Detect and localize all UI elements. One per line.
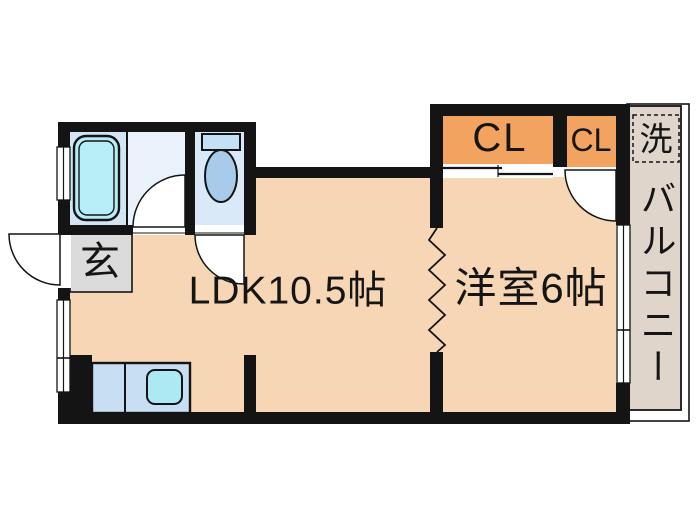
ldk-label: LDK10.5帖 xyxy=(189,270,388,313)
entrance-label: 玄 xyxy=(80,240,120,284)
bedroom-floor xyxy=(437,177,616,413)
entrance-mat xyxy=(69,232,133,293)
laundry-box xyxy=(632,114,680,163)
toilet-door-swing xyxy=(194,234,245,285)
window-balcony-door xyxy=(616,224,631,384)
closet-small xyxy=(567,115,616,168)
window-ldk xyxy=(56,299,71,393)
bathtub xyxy=(72,134,121,222)
toilet-bowl xyxy=(204,149,238,203)
kitchen-sink xyxy=(146,369,183,405)
bathroom-opening xyxy=(133,225,185,235)
laundry-label: 洗 xyxy=(640,121,673,158)
balcony-label: バルコニー xyxy=(636,180,677,390)
bathtub-rim xyxy=(78,140,115,216)
bedroom-label: 洋室6帖 xyxy=(454,265,607,312)
ldk-floor xyxy=(256,177,437,413)
window-bathroom xyxy=(56,146,71,201)
balcony-floor xyxy=(628,105,682,411)
entrance-door-swing xyxy=(8,233,61,286)
bathroom-door-swing xyxy=(132,174,186,228)
toilet-opening xyxy=(195,225,244,235)
closet-small-label: CL xyxy=(571,122,612,158)
toilet-tank xyxy=(201,133,241,151)
bedroom-door-swing xyxy=(564,169,617,222)
closet-main xyxy=(443,115,553,167)
closet-main-label: CL xyxy=(472,116,527,160)
accordion-partition xyxy=(427,227,447,353)
closet-sliding-door xyxy=(443,164,553,178)
